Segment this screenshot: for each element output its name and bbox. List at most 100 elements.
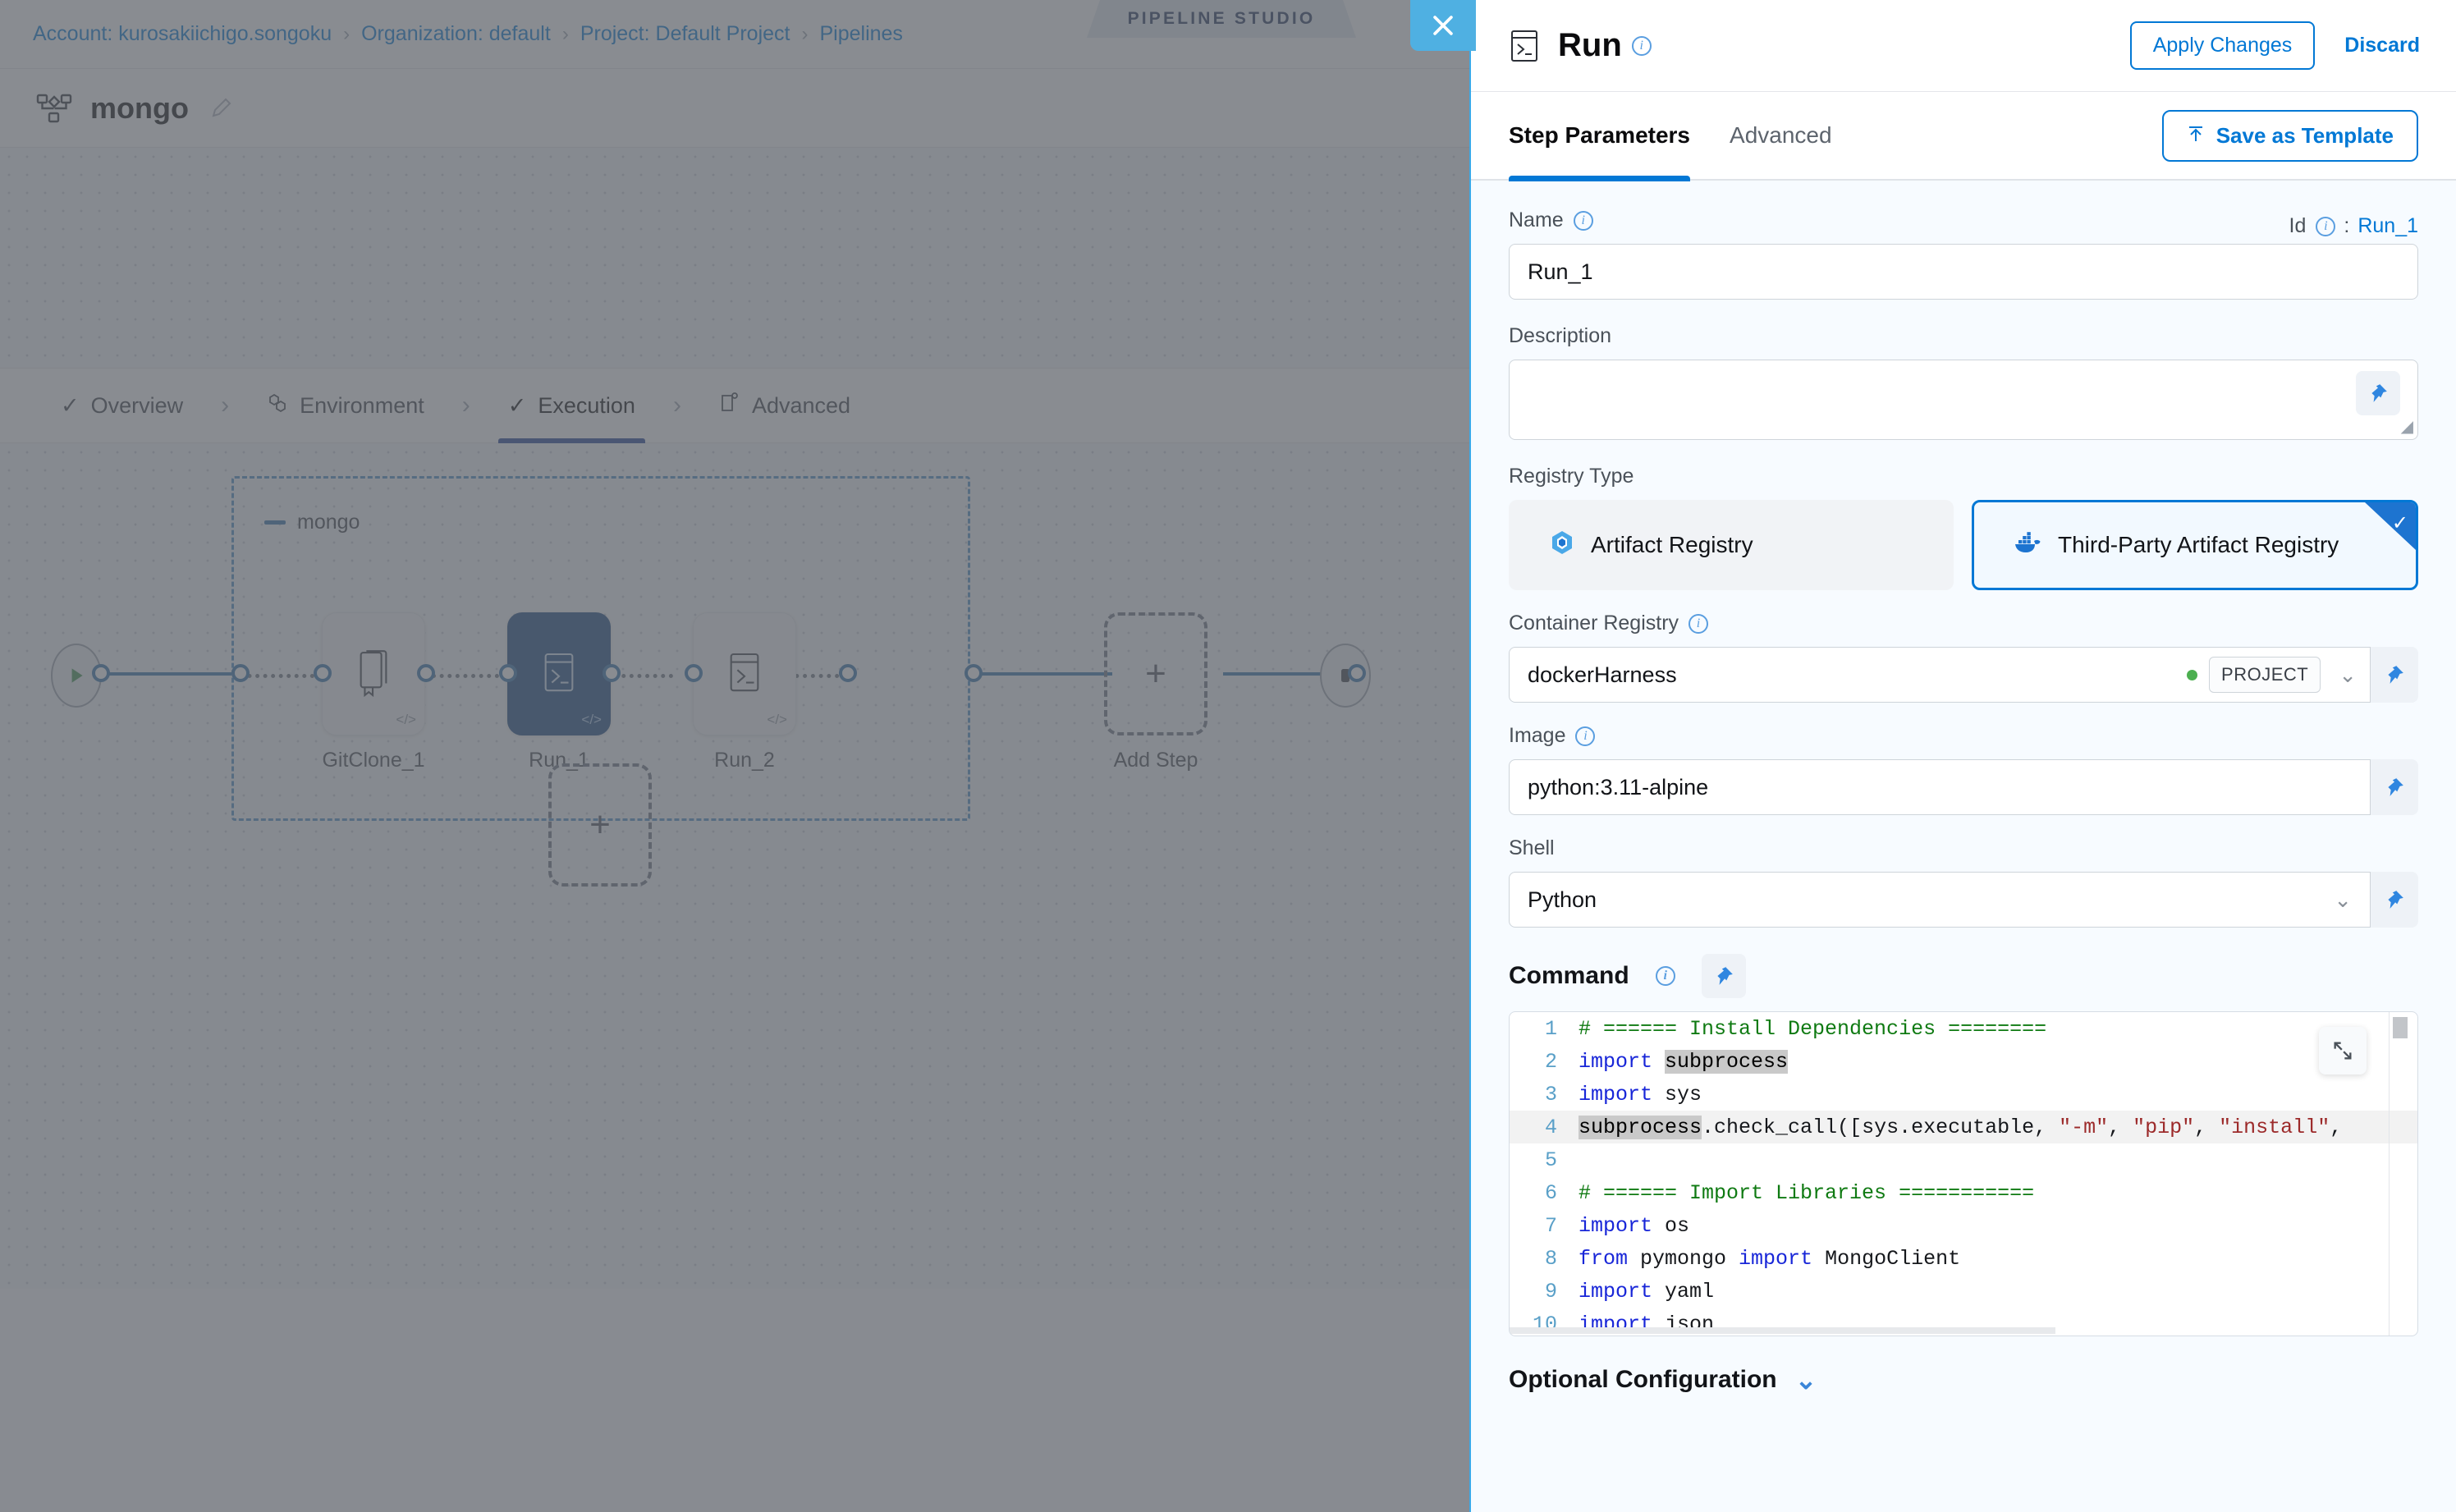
- code-line[interactable]: 4subprocess.check_call([sys.executable, …: [1510, 1111, 2417, 1143]
- step-node-body[interactable]: </>: [693, 612, 796, 735]
- code-line[interactable]: 7import os: [1510, 1209, 2417, 1242]
- port-group-in[interactable]: [231, 664, 250, 682]
- code-lines[interactable]: 1# ====== Install Dependencies ========2…: [1510, 1012, 2417, 1336]
- code-token: import: [1579, 1050, 1665, 1074]
- code-line-content: import subprocess: [1579, 1050, 1788, 1074]
- breadcrumb-item-account[interactable]: Account: kurosakiichigo.songoku: [33, 22, 332, 46]
- code-badge-icon: </>: [396, 712, 416, 728]
- resize-grip-icon[interactable]: ◢: [2401, 416, 2413, 437]
- port-group-out[interactable]: [965, 664, 983, 682]
- description-textarea[interactable]: [1509, 360, 2418, 440]
- tab-separator-icon: ›: [204, 392, 245, 419]
- step-node-body[interactable]: </>: [507, 612, 611, 735]
- plus-icon[interactable]: +: [1104, 612, 1207, 735]
- code-scroll-thumb[interactable]: [2393, 1017, 2408, 1038]
- execution-canvas[interactable]: mongo: [0, 443, 1469, 1289]
- tab-step-parameters[interactable]: Step Parameters: [1509, 91, 1690, 180]
- container-registry-select[interactable]: dockerHarness PROJECT ⌄: [1509, 647, 2371, 703]
- pencil-icon[interactable]: [208, 96, 233, 121]
- code-line[interactable]: 1# ====== Install Dependencies ========: [1510, 1012, 2417, 1045]
- shell-pin-button[interactable]: [2371, 872, 2418, 928]
- description-pin-button[interactable]: [2356, 371, 2400, 415]
- info-icon[interactable]: i: [1632, 36, 1652, 56]
- port-gitclone-out[interactable]: [417, 664, 435, 682]
- chevron-down-icon[interactable]: ⌄: [2327, 887, 2370, 913]
- tab-advanced[interactable]: Advanced: [1730, 91, 1832, 180]
- port-exec-end-in[interactable]: [1348, 664, 1366, 682]
- registry-type-label: Registry Type: [1509, 465, 2418, 488]
- code-line-content: import yaml: [1579, 1280, 1714, 1304]
- close-icon: [1429, 11, 1457, 39]
- command-code-editor[interactable]: 1# ====== Install Dependencies ========2…: [1509, 1011, 2418, 1336]
- registry-option-third-party-artifact-registry[interactable]: Third-Party Artifact Registry ✓: [1972, 500, 2418, 590]
- expand-editor-button[interactable]: [2319, 1027, 2367, 1074]
- port-gitclone-in[interactable]: [314, 664, 332, 682]
- code-line[interactable]: 3import sys: [1510, 1078, 2417, 1111]
- registry-type-options: Artifact Registry: [1509, 500, 2418, 590]
- add-step-node[interactable]: + Add Step: [1104, 612, 1207, 772]
- code-line[interactable]: 6# ====== Import Libraries ===========: [1510, 1176, 2417, 1209]
- port-exec-start-out[interactable]: [92, 664, 110, 682]
- code-scroll-divider: [2389, 1012, 2390, 1336]
- code-hscroll-thumb[interactable]: [1510, 1327, 2055, 1334]
- code-line-content: from pymongo import MongoClient: [1579, 1247, 1960, 1271]
- name-input[interactable]: Run_1: [1509, 244, 2418, 300]
- code-token: .check_call([sys.executable,: [1702, 1116, 2059, 1139]
- name-label: Name: [1509, 208, 1564, 232]
- step-node-gitclone-1[interactable]: </> GitClone_1: [322, 612, 425, 772]
- command-pin-button[interactable]: [1702, 954, 1746, 998]
- port-run1-out[interactable]: [603, 664, 621, 682]
- breadcrumb-item-organization[interactable]: Organization: default: [361, 22, 551, 46]
- code-token: # ====== Install Dependencies ========: [1579, 1017, 2046, 1041]
- port-run2-out[interactable]: [839, 664, 857, 682]
- tab-advanced[interactable]: Advanced: [698, 368, 872, 443]
- info-icon[interactable]: i: [2316, 217, 2335, 236]
- stage-canvas[interactable]: </> </> mongo + Add Stage: [0, 148, 1469, 368]
- save-as-template-button[interactable]: Save as Template: [2162, 110, 2418, 162]
- step-node-run-2[interactable]: </> Run_2: [693, 612, 796, 772]
- code-line[interactable]: 2import subprocess: [1510, 1045, 2417, 1078]
- collapse-icon[interactable]: [264, 520, 286, 525]
- shell-select[interactable]: Python ⌄: [1509, 872, 2371, 928]
- close-panel-button[interactable]: [1410, 0, 1476, 51]
- info-icon[interactable]: i: [1688, 614, 1708, 634]
- hex-icon: [267, 392, 288, 419]
- code-line[interactable]: 9import yaml: [1510, 1275, 2417, 1308]
- chevron-down-icon[interactable]: ⌄: [1795, 1364, 1817, 1395]
- tab-overview[interactable]: ✓ Overview: [39, 368, 204, 443]
- breadcrumb-item-pipelines[interactable]: Pipelines: [819, 22, 902, 46]
- code-token: subprocess: [1665, 1050, 1788, 1074]
- check-icon: ✓: [2392, 511, 2408, 535]
- tab-environment[interactable]: Environment: [245, 368, 446, 443]
- info-icon[interactable]: i: [1574, 211, 1593, 231]
- code-line[interactable]: 8from pymongo import MongoClient: [1510, 1242, 2417, 1275]
- port-run1-in[interactable]: [499, 664, 517, 682]
- step-node-body[interactable]: </>: [322, 612, 425, 735]
- discard-button[interactable]: Discard: [2344, 34, 2420, 57]
- container-registry-pin-button[interactable]: [2371, 647, 2418, 703]
- step-node-run-1[interactable]: </> Run_1: [507, 612, 611, 772]
- breadcrumb-item-project[interactable]: Project: Default Project: [580, 22, 790, 46]
- code-token: yaml: [1665, 1280, 1714, 1304]
- port-run2-in[interactable]: [685, 664, 703, 682]
- image-pin-button[interactable]: [2371, 759, 2418, 815]
- chevron-down-icon[interactable]: ⌄: [2332, 662, 2370, 688]
- code-line[interactable]: 5: [1510, 1143, 2417, 1176]
- code-vertical-scrollbar[interactable]: [2391, 1017, 2409, 1331]
- check-icon: ✓: [508, 393, 527, 419]
- optional-configuration-toggle[interactable]: Optional Configuration ⌄: [1509, 1364, 2418, 1395]
- plus-icon[interactable]: +: [548, 763, 652, 887]
- code-horizontal-scrollbar[interactable]: [1510, 1327, 2390, 1336]
- tab-execution[interactable]: ✓ Execution: [487, 368, 657, 443]
- registry-option-artifact-registry[interactable]: Artifact Registry: [1509, 500, 1954, 590]
- info-icon[interactable]: i: [1575, 726, 1595, 746]
- apply-changes-button[interactable]: Apply Changes: [2130, 21, 2316, 70]
- info-icon[interactable]: i: [1656, 966, 1675, 986]
- image-label-wrap: Image i: [1509, 724, 2418, 748]
- image-input[interactable]: python:3.11-alpine: [1509, 759, 2371, 815]
- code-line-number: 7: [1510, 1214, 1579, 1238]
- add-step-label: Add Step: [1104, 749, 1207, 772]
- code-line-content: # ====== Import Libraries ===========: [1579, 1181, 2034, 1205]
- add-parallel-step-node[interactable]: +: [548, 763, 652, 887]
